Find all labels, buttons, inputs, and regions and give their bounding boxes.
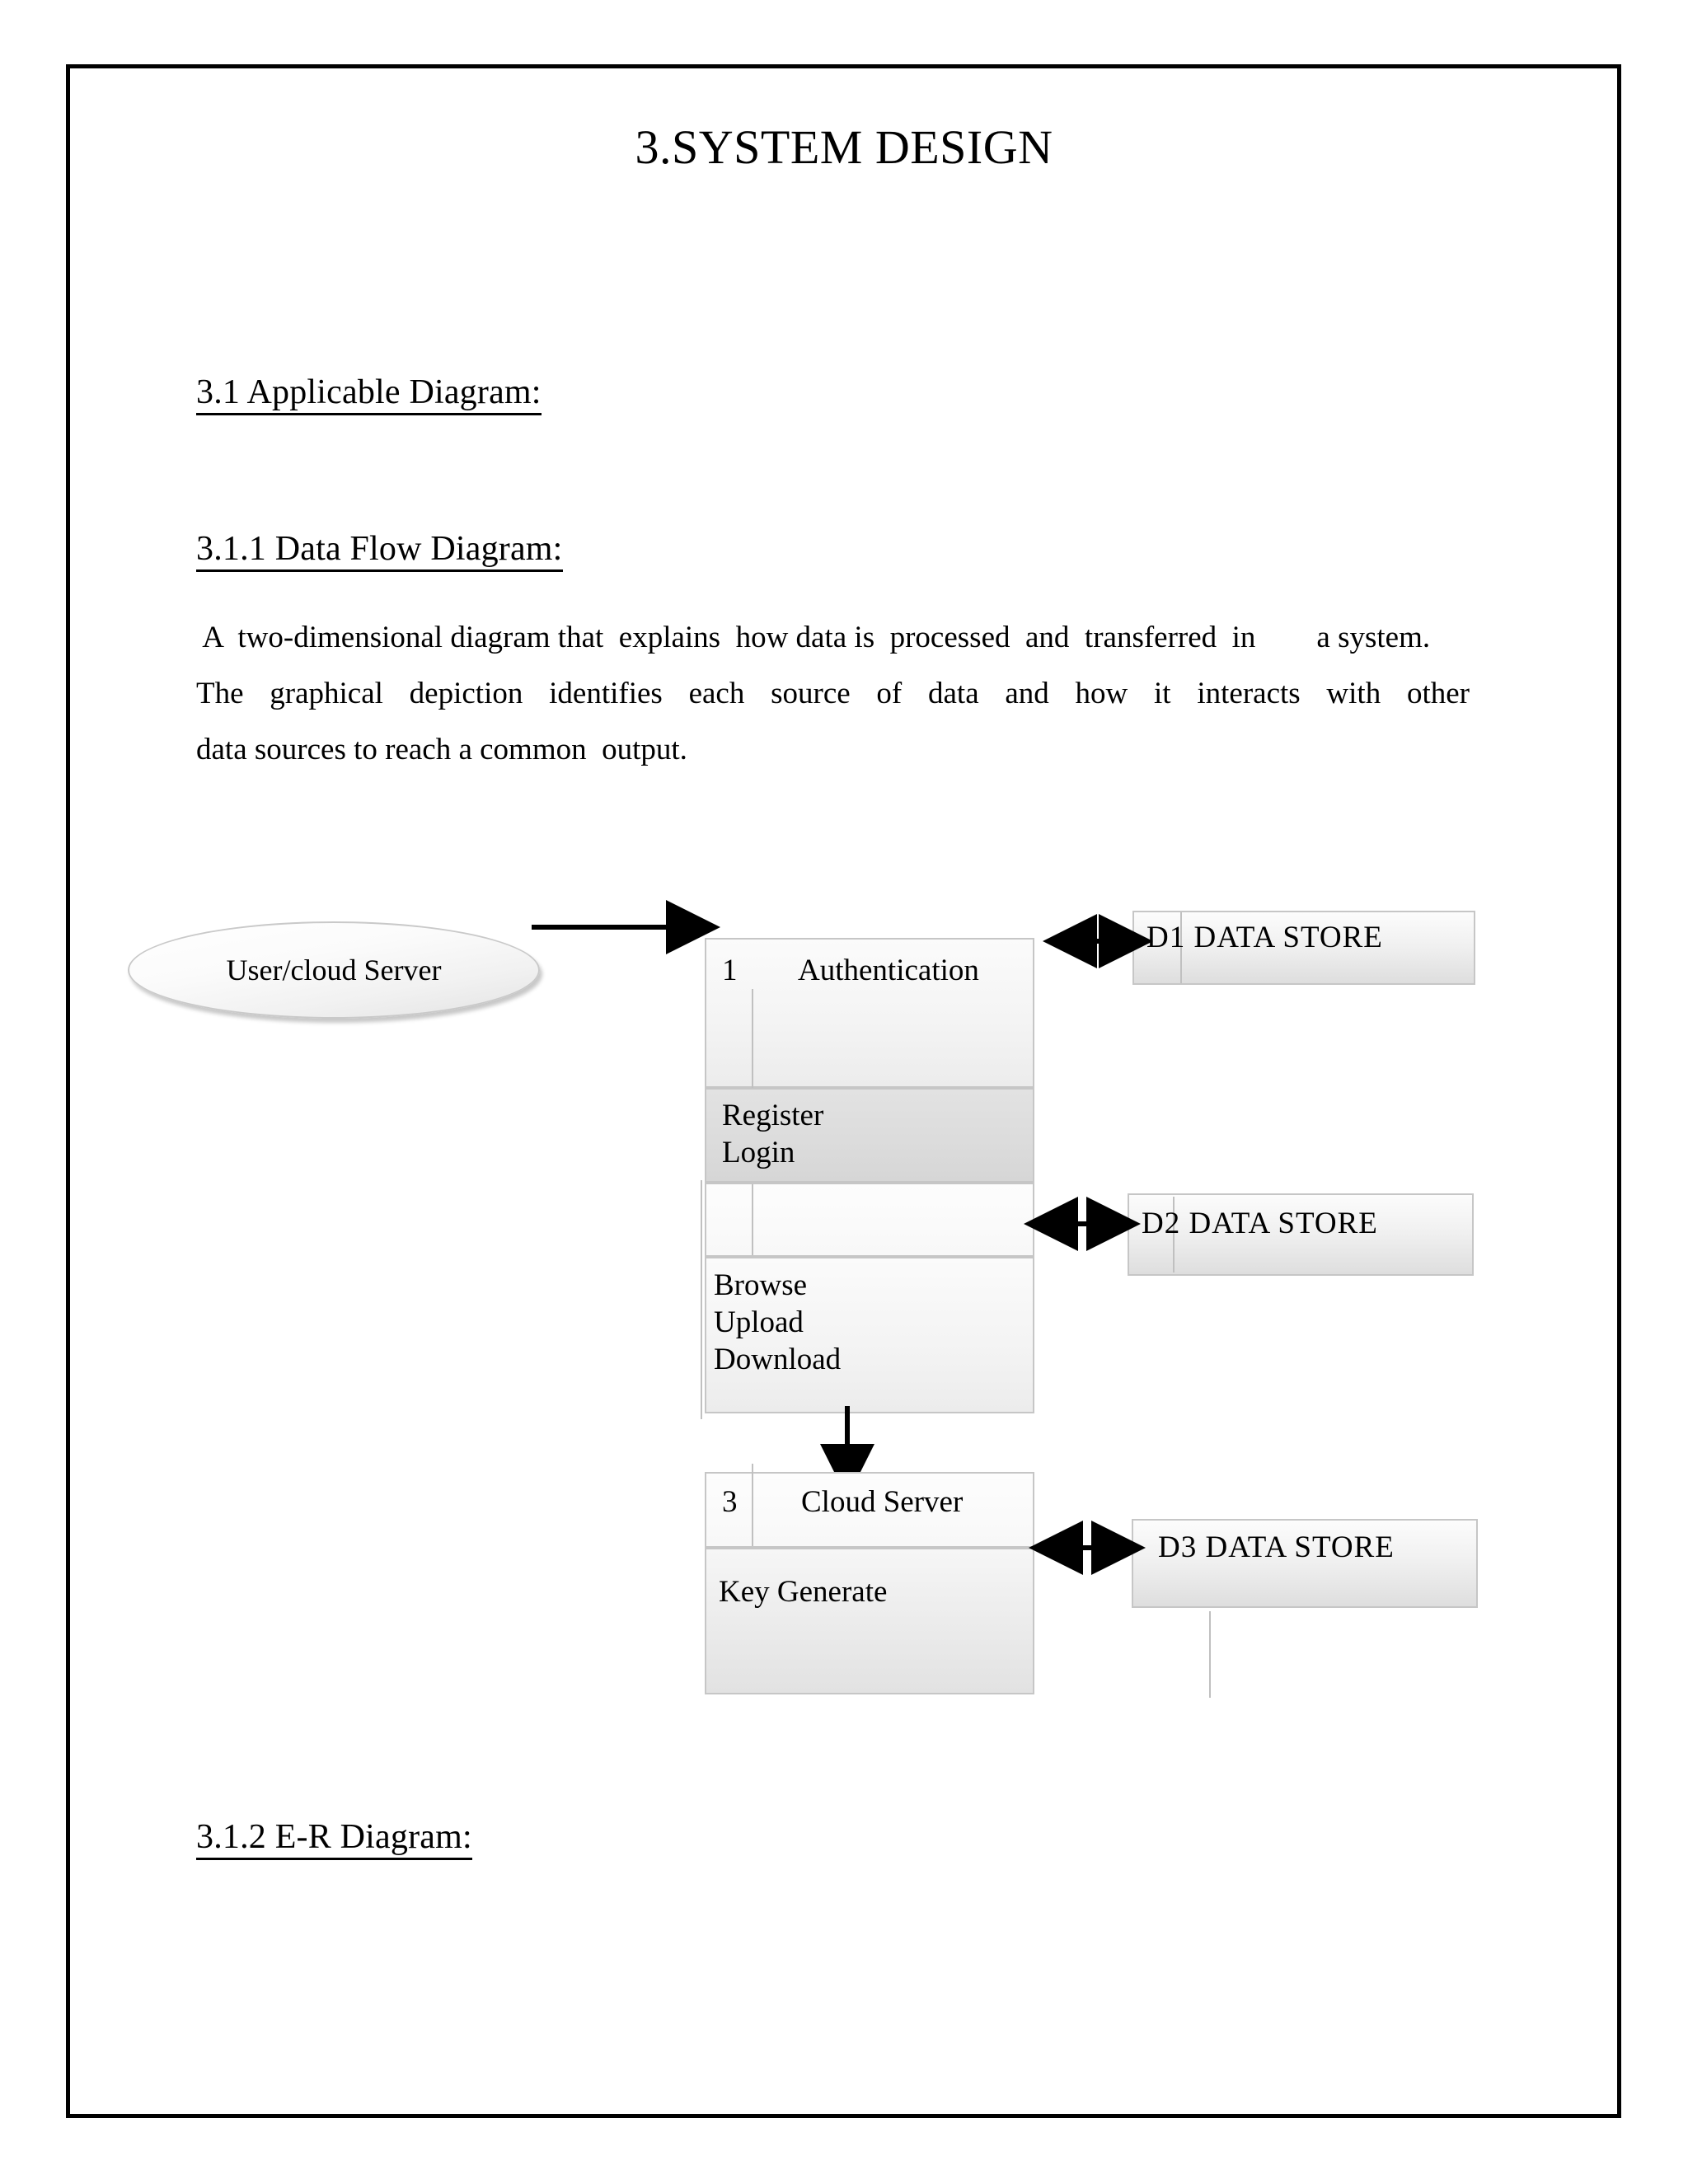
data-store-d2-divider [1173, 1197, 1175, 1272]
data-store-d1-label: D1 DATA STORE [1146, 921, 1383, 954]
flow-arrow-authentication-to-d2 [1024, 1197, 1141, 1251]
process-cloud-server-name: Cloud Server [801, 1485, 964, 1519]
data-store-d2-label: D2 DATA STORE [1142, 1207, 1378, 1240]
data-store-d1-divider [1180, 912, 1182, 983]
flow-arrow-cloud-server-to-d3 [1029, 1521, 1146, 1575]
process-authentication-number: 1 [722, 954, 738, 987]
body-paragraph: A two-dimensional diagram that explains … [196, 610, 1470, 778]
heading-applicable-diagram: 3.1 Applicable Diagram: [196, 375, 542, 415]
paragraph-line-1: A two-dimensional diagram that explains … [196, 621, 1431, 654]
process-authentication-left-edge-rule [701, 1180, 702, 1419]
process-authentication-spacer-divider [752, 1184, 753, 1255]
heading-data-flow-diagram: 3.1.1 Data Flow Diagram: [196, 532, 563, 572]
process-cloud-server-header-divider [752, 1464, 753, 1546]
data-store-d2 [1128, 1193, 1474, 1276]
heading-er-diagram: 3.1.2 E-R Diagram: [196, 1820, 472, 1860]
page-border [66, 64, 1621, 2118]
flow-arrow-entity-to-authentication [532, 900, 720, 954]
page-title: 3.SYSTEM DESIGN [635, 120, 1053, 174]
process-cloud-server-functions-box [705, 1548, 1034, 1694]
process-authentication-header [705, 938, 1034, 1088]
process-authentication-header-divider [752, 989, 753, 1088]
data-store-d1 [1132, 911, 1475, 985]
process-cloud-server-functions: Key Generate [719, 1575, 888, 1609]
flow-arrow-authentication-to-d1 [1043, 914, 1153, 968]
paragraph-line-2: The graphical depiction identifies each … [196, 677, 1470, 710]
process-authentication-name: Authentication [798, 954, 979, 987]
data-store-d3-label: D3 DATA STORE [1158, 1530, 1395, 1564]
process-authentication-functions-bottom-box [705, 1257, 1034, 1413]
process-cloud-server-header [705, 1472, 1034, 1548]
process-authentication-functions-top-box [705, 1088, 1034, 1183]
process-authentication-spacer-band [705, 1183, 1034, 1257]
process-authentication-functions-top: Register Login [722, 1099, 824, 1169]
data-store-d3 [1132, 1519, 1478, 1608]
data-store-d3-tail-rule [1209, 1611, 1211, 1698]
process-authentication-functions-bottom: Browse Upload Download [714, 1268, 842, 1376]
external-entity-label: User/cloud Server [226, 954, 442, 987]
paragraph-line-3: data sources to reach a common output. [196, 733, 687, 766]
process-cloud-server-number: 3 [722, 1485, 738, 1519]
external-entity-user-cloud-server: User/cloud Server [128, 921, 540, 1019]
